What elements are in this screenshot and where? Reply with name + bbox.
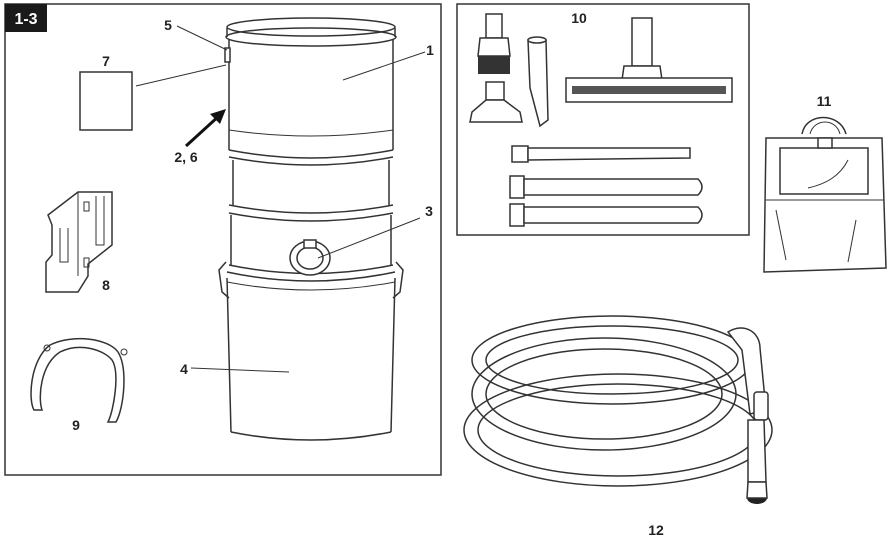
figure-tag-box [5, 4, 47, 32]
label-tool-kit: 10 [571, 10, 587, 26]
vacuum-unit [218, 17, 404, 441]
label-hose-hanger: 9 [72, 417, 80, 433]
wall-bracket [45, 191, 113, 293]
label-wall-bracket: 8 [102, 277, 110, 293]
coiled-hose [463, 315, 773, 504]
label-manual: 7 [102, 53, 110, 69]
figure-tag: 1-3 [14, 11, 37, 28]
label-inlet: 3 [425, 203, 433, 219]
label-parts-ref: 2, 6 [174, 149, 198, 165]
main-unit-panel [4, 3, 442, 476]
label-canister: 1 [426, 42, 434, 58]
label-hose: 12 [648, 522, 664, 538]
manual-sheet [79, 71, 133, 131]
label-tool-bag: 11 [817, 93, 832, 109]
label-bucket: 4 [180, 361, 188, 377]
hose-hanger [30, 338, 128, 423]
tool-bag [763, 116, 887, 273]
tool-kit [469, 13, 733, 227]
label-screw: 5 [164, 17, 172, 33]
tool-kit-panel [456, 3, 750, 236]
